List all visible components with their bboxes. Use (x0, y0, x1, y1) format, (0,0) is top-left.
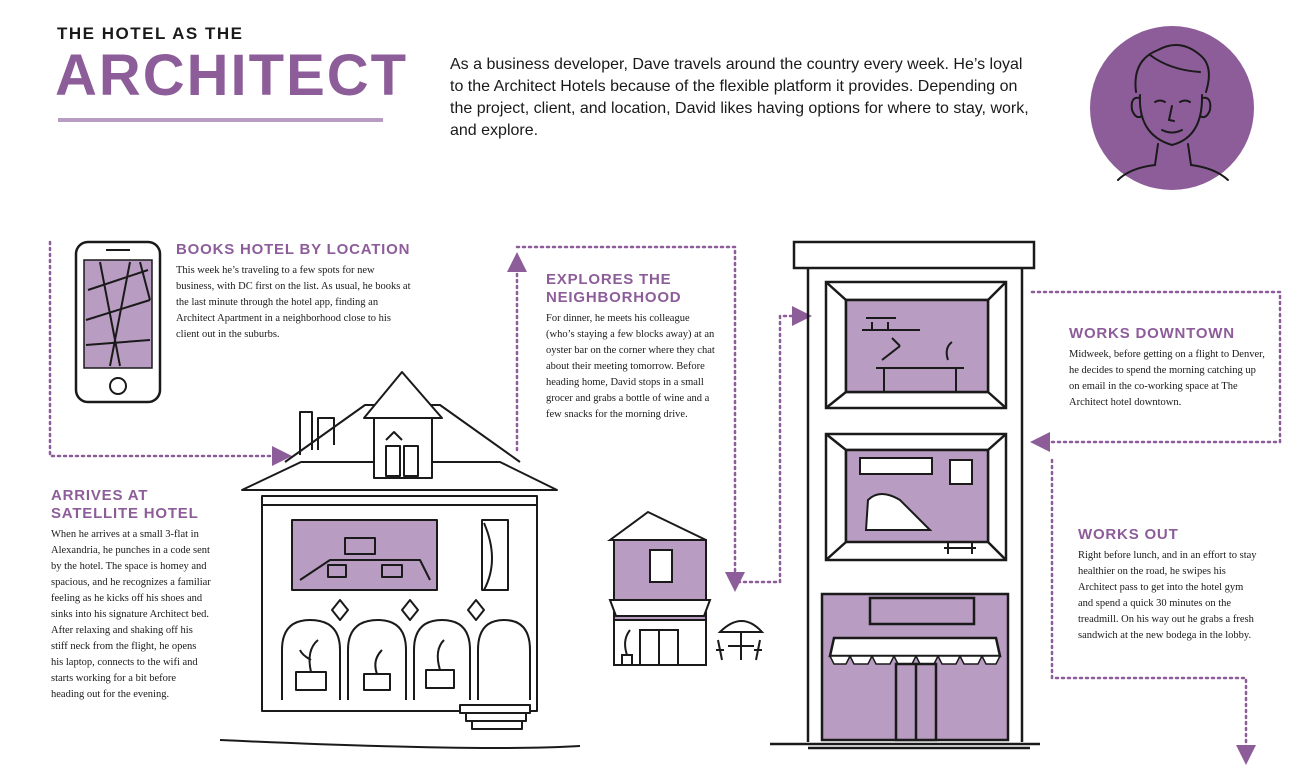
cafe-table-icon (716, 620, 765, 661)
kicker-title: THE HOTEL AS THE (57, 24, 244, 43)
step-explores-heading-line1: EXPLORES THE (546, 271, 672, 288)
step-explores-heading: EXPLORES THE NEIGHBORHOOD (546, 271, 681, 307)
intro-paragraph: As a business developer, Dave travels ar… (450, 56, 1029, 139)
step-arrives-heading-line2: SATELLITE HOTEL (51, 505, 199, 522)
tall-hotel-illustration (770, 240, 1040, 750)
step-works-out-body: Right before lunch, and in an effort to … (1078, 550, 1257, 641)
step-arrives-body: When he arrives at a small 3-flat in Ale… (51, 529, 211, 700)
shop-illustration (606, 510, 712, 666)
step-works-downtown-heading: WORKS DOWNTOWN (1069, 325, 1235, 342)
step-explores-body: For dinner, he meets his colleague (who’… (546, 313, 715, 420)
step-works-out-heading: WORKS OUT (1078, 526, 1179, 543)
step-arrives-heading: ARRIVES AT SATELLITE HOTEL (51, 487, 199, 523)
house-illustration (219, 371, 581, 749)
smartphone-map-icon (74, 240, 162, 404)
step-books-body: This week he’s traveling to a few spots … (176, 265, 411, 340)
avatar (1090, 26, 1254, 190)
step-arrives-heading-line1: ARRIVES AT (51, 487, 149, 504)
page-title: ARCHITECT (55, 43, 409, 108)
step-books-heading: BOOKS HOTEL BY LOCATION (176, 241, 411, 258)
title-underline (58, 118, 383, 122)
step-explores-heading-line2: NEIGHBORHOOD (546, 289, 682, 306)
step-works-downtown-body: Midweek, before getting on a flight to D… (1069, 349, 1265, 408)
